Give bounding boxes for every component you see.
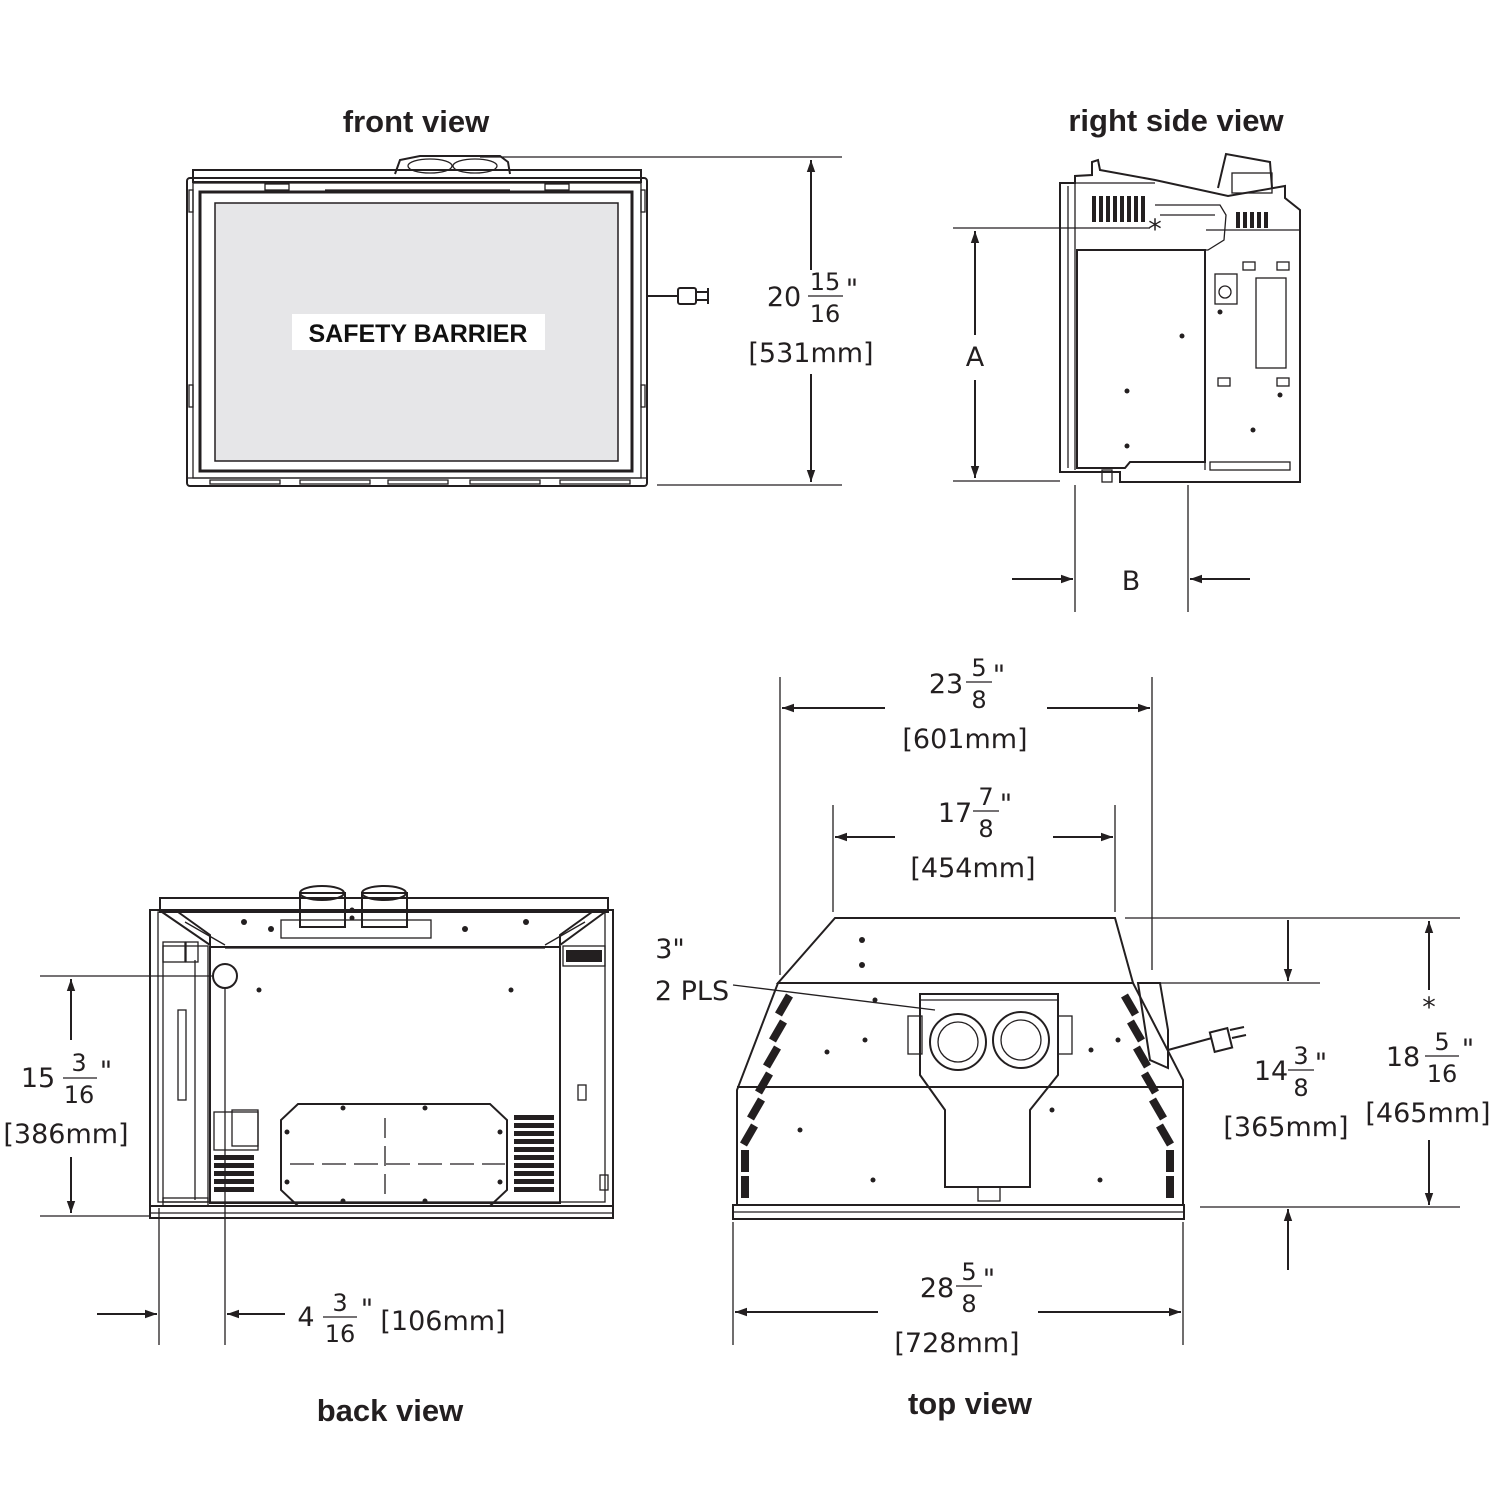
back-height-numerator: 3 bbox=[71, 1049, 86, 1077]
side-b-label: B bbox=[1122, 566, 1141, 597]
top-vent-right bbox=[1121, 993, 1174, 1198]
front-height-inch-mark: " bbox=[846, 274, 858, 305]
right-side-view: right side view bbox=[953, 103, 1301, 612]
top-view-title: top view bbox=[908, 1386, 1033, 1421]
front-view-title: front view bbox=[343, 104, 490, 139]
front-height-whole: 20 bbox=[767, 282, 801, 313]
top-width-inner-inch-mark: " bbox=[1000, 789, 1012, 820]
vent-callout: 3" 2 PLS bbox=[655, 934, 936, 1011]
top-view-body bbox=[732, 917, 1247, 1220]
power-plug-icon bbox=[677, 287, 697, 305]
back-knockout-icon bbox=[212, 963, 238, 989]
top-width-inner-numerator: 7 bbox=[978, 783, 993, 811]
top-width-base-mm: [728mm] bbox=[894, 1328, 1019, 1359]
top-width-outer-mm: [601mm] bbox=[902, 724, 1027, 755]
flue-collar-right-icon bbox=[992, 1011, 1050, 1069]
top-depth-inner-mm: [365mm] bbox=[1223, 1112, 1348, 1143]
side-vent-left bbox=[1092, 196, 1145, 222]
side-a-label: A bbox=[966, 342, 985, 373]
top-depth-inner-inch-mark: " bbox=[1315, 1048, 1327, 1079]
front-view: front view bbox=[186, 104, 874, 487]
top-width-outer-whole: 23 bbox=[929, 669, 963, 700]
back-flue-collars bbox=[280, 885, 432, 939]
back-offset-numerator: 3 bbox=[332, 1289, 347, 1317]
top-depth-inner-denominator: 8 bbox=[1293, 1074, 1308, 1102]
top-width-outer-dimension: 23 5 8 " [601mm] bbox=[779, 654, 1153, 975]
right-side-view-title: right side view bbox=[1068, 103, 1284, 138]
top-width-inner-dimension: 17 7 8 " [454mm] bbox=[832, 783, 1116, 912]
top-width-inner-denominator: 8 bbox=[978, 815, 993, 843]
back-height-inch-mark: " bbox=[100, 1056, 112, 1087]
top-depth-outer-numerator: 5 bbox=[1434, 1028, 1449, 1056]
top-depth-outer-inch-mark: " bbox=[1462, 1034, 1474, 1065]
top-depth-inner-numerator: 3 bbox=[1293, 1042, 1308, 1070]
top-plug-icon bbox=[1208, 1026, 1234, 1054]
top-width-base-dimension: 28 5 8 " [728mm] bbox=[732, 1222, 1184, 1359]
back-access-panel bbox=[280, 1103, 508, 1207]
top-depth-inner-dimension: 14 3 8 " [365mm] bbox=[1125, 917, 1460, 1270]
back-height-denominator: 16 bbox=[64, 1081, 95, 1109]
top-flue-plenum bbox=[919, 993, 1059, 1188]
top-width-outer-numerator: 5 bbox=[971, 654, 986, 682]
vent-callout-size: 3" bbox=[655, 934, 685, 965]
back-height-mm: [386mm] bbox=[3, 1119, 128, 1150]
safety-barrier-label-bg bbox=[292, 314, 545, 350]
front-height-mm: [531mm] bbox=[748, 338, 873, 369]
front-height-denominator: 16 bbox=[810, 300, 841, 328]
back-offset-denominator: 16 bbox=[325, 1320, 356, 1348]
top-width-base-inch-mark: " bbox=[983, 1264, 995, 1295]
top-depth-outer-dimension: * 18 5 16 " [465mm] bbox=[1365, 921, 1491, 1205]
top-width-outer-inch-mark: " bbox=[993, 660, 1005, 691]
vent-callout-qty: 2 PLS bbox=[655, 976, 729, 1007]
top-depth-outer-denominator: 16 bbox=[1427, 1060, 1458, 1088]
back-height-dimension: 15 3 16 " [386mm] bbox=[3, 975, 212, 1217]
back-view-title: back view bbox=[317, 1393, 464, 1428]
top-depth-outer-whole: 18 bbox=[1386, 1042, 1420, 1073]
safety-barrier-label: SAFETY BARRIER bbox=[308, 320, 527, 348]
back-offset-mm: [106mm] bbox=[380, 1306, 505, 1337]
side-vent-right bbox=[1236, 212, 1268, 228]
top-width-base-numerator: 5 bbox=[961, 1258, 976, 1286]
back-offset-inch-mark: " bbox=[361, 1294, 373, 1325]
back-offset-dimension: 4 3 16 " [106mm] bbox=[97, 988, 506, 1348]
back-vent-right bbox=[514, 1115, 554, 1192]
back-offset-whole: 4 bbox=[297, 1302, 314, 1333]
top-width-inner-whole: 17 bbox=[938, 798, 972, 829]
back-view: back view bbox=[3, 885, 614, 1428]
front-height-numerator: 15 bbox=[810, 268, 841, 296]
top-depth-inner-whole: 14 bbox=[1254, 1056, 1288, 1087]
front-height-dimension: 20 15 16 " [531mm] bbox=[480, 156, 874, 486]
top-width-base-whole: 28 bbox=[920, 1273, 954, 1304]
side-a-dimension: A bbox=[953, 227, 1150, 482]
top-vent-left bbox=[740, 993, 793, 1198]
top-depth-outer-mm: [465mm] bbox=[1365, 1098, 1490, 1129]
back-view-body bbox=[149, 885, 614, 1219]
back-vent-left bbox=[214, 1155, 254, 1192]
flue-collar-left-icon bbox=[929, 1013, 987, 1071]
right-side-view-body bbox=[1059, 152, 1301, 483]
side-asterisk: * bbox=[1148, 214, 1162, 245]
side-b-dimension: B bbox=[1012, 485, 1250, 612]
side-knob-icon bbox=[1218, 285, 1232, 299]
top-width-base-denominator: 8 bbox=[961, 1290, 976, 1318]
top-depth-asterisk: * bbox=[1422, 992, 1436, 1023]
top-width-outer-denominator: 8 bbox=[971, 686, 986, 714]
top-width-inner-mm: [454mm] bbox=[910, 853, 1035, 884]
top-view: top view bbox=[655, 654, 1491, 1421]
back-height-whole: 15 bbox=[21, 1063, 55, 1094]
front-view-body: SAFETY BARRIER bbox=[186, 155, 709, 487]
